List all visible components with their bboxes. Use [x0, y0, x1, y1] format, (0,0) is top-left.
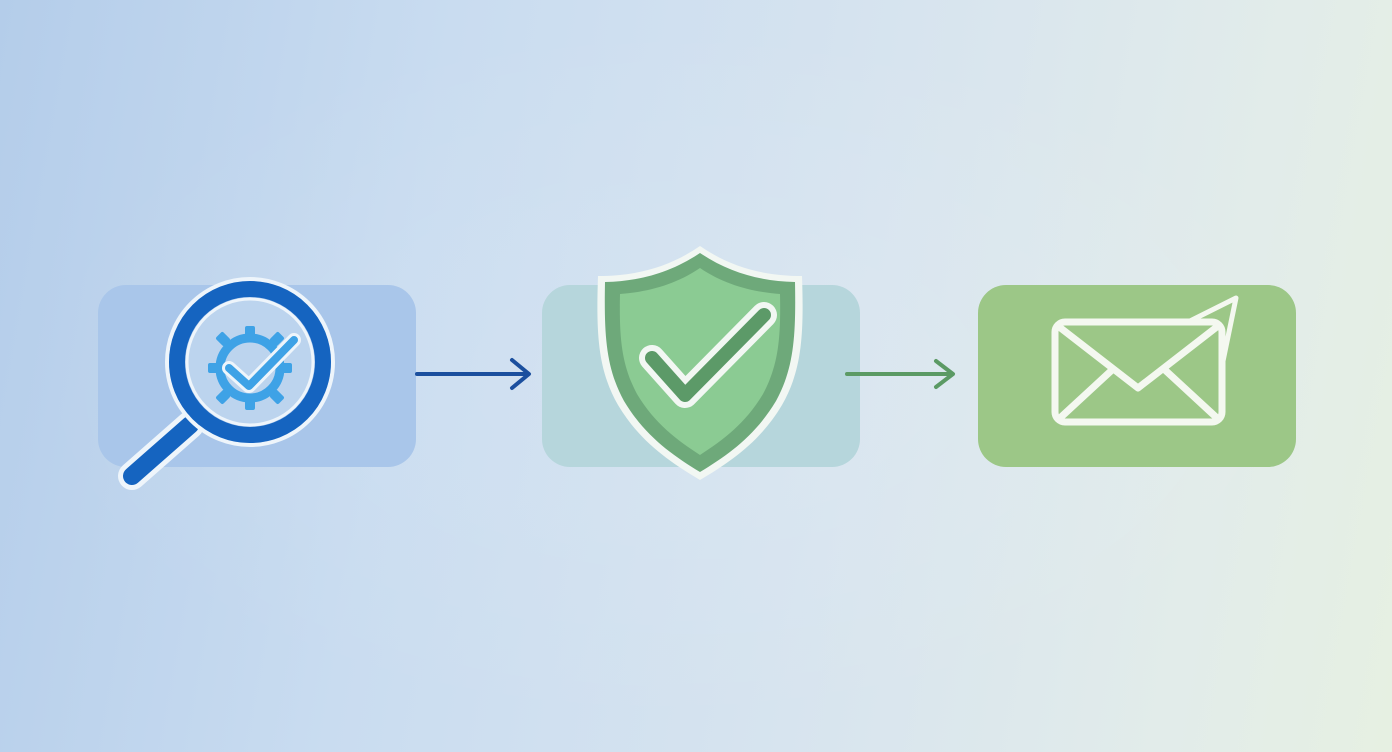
check-icon — [222, 333, 301, 393]
gear-icon — [208, 326, 292, 410]
arrow-right-icon — [845, 359, 955, 389]
envelope-send-icon — [1051, 295, 1239, 426]
shield-check-icon — [597, 246, 803, 480]
magnifier-check-gear-icon — [118, 277, 335, 490]
send-step-card — [978, 285, 1296, 467]
arrow-right-icon — [415, 358, 531, 390]
check-icon — [639, 302, 777, 408]
